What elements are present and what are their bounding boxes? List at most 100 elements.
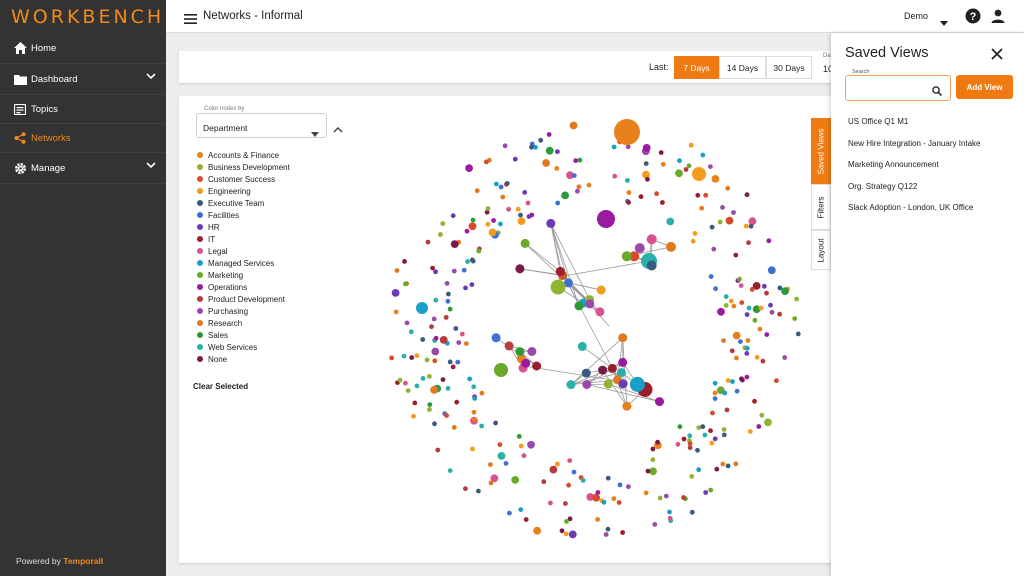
graph-node[interactable] — [642, 170, 650, 179]
graph-node[interactable] — [545, 146, 554, 155]
graph-node[interactable] — [430, 386, 438, 394]
graph-node[interactable] — [686, 163, 692, 169]
graph-node[interactable] — [402, 259, 407, 264]
graph-node[interactable] — [429, 324, 434, 330]
graph-node[interactable] — [744, 351, 750, 356]
color-nodes-select[interactable]: Color nodes by Department — [196, 106, 327, 138]
graph-node[interactable] — [573, 158, 579, 163]
graph-node[interactable] — [555, 461, 560, 467]
graph-node[interactable] — [675, 169, 683, 178]
graph-node[interactable] — [695, 192, 701, 198]
graph-node[interactable] — [745, 338, 751, 343]
graph-node[interactable] — [498, 221, 503, 227]
graph-node[interactable] — [471, 384, 477, 390]
legend-item[interactable]: Purchasing — [197, 305, 290, 317]
graph-node[interactable] — [746, 305, 752, 311]
graph-node[interactable] — [629, 251, 640, 262]
graph-node[interactable] — [794, 296, 799, 302]
graph-node[interactable] — [733, 461, 739, 467]
graph-node[interactable] — [450, 364, 456, 370]
graph-node[interactable] — [764, 332, 770, 337]
graph-node[interactable] — [655, 439, 660, 445]
graph-node[interactable] — [476, 488, 481, 494]
graph-node[interactable] — [403, 281, 408, 287]
graph-node[interactable] — [620, 530, 625, 535]
graph-node[interactable] — [725, 185, 731, 191]
graph-node[interactable] — [468, 222, 477, 231]
graph-node[interactable] — [663, 493, 669, 499]
graph-node[interactable] — [677, 158, 682, 164]
graph-node[interactable] — [511, 476, 520, 484]
search-icon[interactable] — [932, 83, 942, 101]
graph-node[interactable] — [431, 347, 440, 356]
graph-node[interactable] — [397, 377, 403, 383]
graph-node[interactable] — [450, 240, 459, 249]
range-14-days-button[interactable]: 14 Days — [719, 56, 766, 79]
graph-node[interactable] — [626, 190, 632, 195]
graph-node[interactable] — [626, 200, 631, 205]
legend-item[interactable]: Marketing — [197, 269, 290, 281]
graph-node[interactable] — [687, 441, 693, 447]
graph-node[interactable] — [723, 294, 729, 299]
graph-node[interactable] — [541, 479, 547, 485]
graph-node[interactable] — [731, 210, 736, 215]
graph-node[interactable] — [654, 191, 659, 197]
graph-node[interactable] — [493, 420, 498, 426]
graph-node[interactable] — [666, 217, 675, 226]
graph-node[interactable] — [660, 200, 665, 205]
graph-node[interactable] — [470, 217, 476, 223]
graph-node[interactable] — [710, 410, 715, 416]
graph-node[interactable] — [471, 409, 477, 415]
graph-node[interactable] — [472, 396, 478, 401]
graph-node[interactable] — [733, 252, 739, 258]
graph-node[interactable] — [597, 210, 615, 228]
graph-node[interactable] — [453, 326, 459, 331]
graph-node[interactable] — [657, 495, 663, 501]
graph-node[interactable] — [408, 329, 414, 335]
graph-node[interactable] — [595, 490, 601, 495]
legend-item[interactable]: Web Services — [197, 341, 290, 353]
graph-node[interactable] — [463, 486, 468, 492]
graph-node[interactable] — [470, 446, 475, 452]
graph-node[interactable] — [760, 358, 766, 364]
graph-node[interactable] — [433, 335, 439, 341]
graph-node[interactable] — [687, 445, 693, 451]
graph-node[interactable] — [725, 378, 731, 383]
graph-node[interactable] — [720, 205, 725, 210]
sidebar-item-dashboard[interactable]: Dashboard — [0, 64, 166, 95]
graph-node[interactable] — [574, 301, 584, 311]
graph-node[interactable] — [430, 265, 435, 271]
graph-node[interactable] — [567, 516, 573, 522]
graph-node[interactable] — [723, 303, 729, 308]
sidebar-item-manage[interactable]: Manage — [0, 153, 166, 184]
graph-node[interactable] — [515, 206, 521, 212]
graph-node[interactable] — [483, 159, 489, 165]
graph-node[interactable] — [603, 532, 609, 537]
graph-node[interactable] — [515, 347, 525, 357]
graph-node[interactable] — [720, 461, 726, 467]
graph-node[interactable] — [405, 388, 411, 393]
graph-node[interactable] — [446, 291, 451, 297]
graph-node[interactable] — [795, 331, 801, 337]
legend-item[interactable]: Executive Team — [197, 197, 290, 209]
graph-node[interactable] — [409, 355, 415, 360]
graph-node[interactable] — [611, 144, 617, 150]
graph-node[interactable] — [764, 418, 772, 427]
graph-node[interactable] — [752, 398, 757, 404]
graph-node[interactable] — [467, 376, 473, 382]
graph-node[interactable] — [491, 218, 496, 223]
graph-node[interactable] — [749, 287, 755, 292]
graph-node[interactable] — [688, 142, 694, 148]
graph-node[interactable] — [404, 320, 410, 326]
graph-node[interactable] — [764, 290, 769, 296]
saved-view-item[interactable]: Org. Strategy Q122 — [848, 181, 918, 191]
graph-node[interactable] — [725, 463, 731, 469]
legend-item[interactable]: Product Development — [197, 293, 290, 305]
graph-node[interactable] — [748, 217, 757, 226]
graph-node[interactable] — [433, 269, 438, 275]
graph-node[interactable] — [447, 468, 453, 473]
legend-item[interactable]: Operations — [197, 281, 290, 293]
graph-node[interactable] — [444, 413, 449, 418]
graph-node[interactable] — [403, 380, 408, 386]
graph-node[interactable] — [525, 200, 531, 206]
